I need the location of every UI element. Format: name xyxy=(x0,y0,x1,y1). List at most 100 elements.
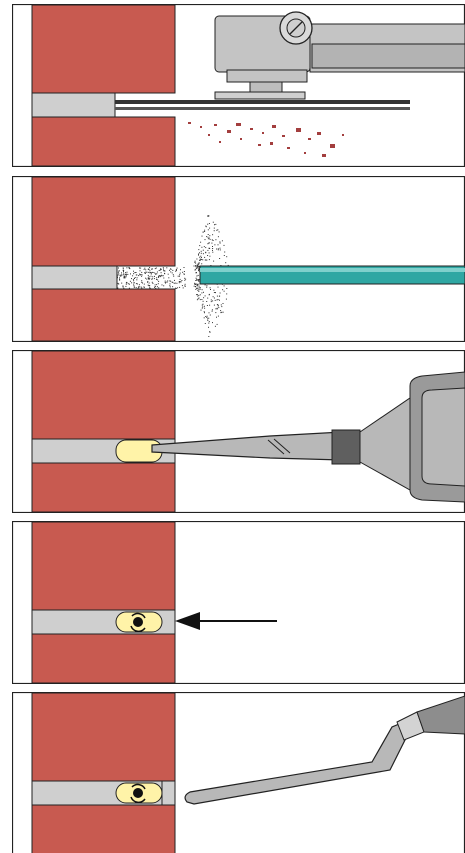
dust-particle xyxy=(210,301,212,303)
dust-particle xyxy=(169,286,171,288)
dust-particle xyxy=(202,300,204,302)
dust-particle xyxy=(159,275,161,277)
dust-particle xyxy=(198,294,200,296)
dust-particle xyxy=(197,263,199,265)
dust-particle xyxy=(150,272,152,274)
dust-particle xyxy=(176,282,178,284)
dust-particle xyxy=(139,270,141,272)
dust-particle xyxy=(144,267,146,269)
dust-particle xyxy=(196,284,198,286)
dust-particle xyxy=(200,250,202,252)
air-hose-icon xyxy=(199,265,465,285)
dust-particle xyxy=(152,282,154,284)
dust-particle xyxy=(209,235,211,237)
dust-particle xyxy=(195,267,197,269)
dust-particle xyxy=(144,273,146,274)
brick-wall xyxy=(31,176,176,342)
dust-particle xyxy=(204,312,205,314)
dust-particle xyxy=(137,286,139,288)
dust-particle xyxy=(164,280,166,282)
dust-particle xyxy=(218,307,220,309)
blowing-illustration xyxy=(12,176,465,342)
dust-particle xyxy=(179,274,181,276)
arrow-left-icon xyxy=(175,612,277,630)
dust-particle xyxy=(224,251,226,253)
dust-particle xyxy=(195,277,197,279)
dust-particle xyxy=(196,287,198,289)
dust-particle xyxy=(162,275,164,277)
dust-particle xyxy=(185,278,187,280)
dust-particle xyxy=(151,278,153,280)
dust-particle xyxy=(148,276,150,278)
dust-particle xyxy=(208,317,210,319)
sealant-illustration xyxy=(12,350,465,513)
dust-particle xyxy=(126,271,128,273)
dust-particle xyxy=(196,279,198,281)
dust-particle xyxy=(223,290,225,292)
dust-particle xyxy=(209,287,211,289)
dust-particle xyxy=(207,238,209,240)
dust-particle xyxy=(134,277,136,278)
debris-particles xyxy=(188,122,344,157)
dust-particle xyxy=(198,263,200,265)
dust-particle xyxy=(149,285,151,287)
dust-particle xyxy=(151,268,153,270)
dust-particle xyxy=(202,249,204,251)
dust-particle xyxy=(150,273,152,275)
dust-particle xyxy=(206,259,208,261)
dust-particle xyxy=(209,304,211,306)
dust-particle xyxy=(126,273,128,275)
dust-particle xyxy=(161,274,163,276)
dust-particle xyxy=(216,229,218,231)
dust-particle xyxy=(183,273,185,275)
dust-particle xyxy=(207,243,209,245)
jointing-iron-icon xyxy=(184,695,465,805)
dust-particle xyxy=(127,273,129,275)
dust-particle xyxy=(197,295,199,297)
dust-particle xyxy=(158,275,160,277)
dust-particle xyxy=(207,216,209,217)
dust-particle xyxy=(184,283,186,285)
dust-particle xyxy=(134,272,136,274)
dust-particle xyxy=(208,242,210,244)
dust-particle xyxy=(152,276,154,278)
dust-particle xyxy=(182,287,184,289)
mortar-joint xyxy=(31,92,116,118)
dust-particle xyxy=(215,223,217,225)
dust-particle xyxy=(121,272,122,274)
dust-particle xyxy=(214,325,216,327)
dust-particle xyxy=(198,249,200,251)
dust-particle xyxy=(218,295,220,297)
dust-particle xyxy=(208,252,210,254)
dust-particle xyxy=(213,227,215,229)
dust-particle xyxy=(161,275,163,277)
dust-particle xyxy=(142,282,143,284)
dust-particle xyxy=(154,286,155,288)
dust-particle xyxy=(117,274,119,276)
dust-particle xyxy=(127,283,129,285)
dust-particle xyxy=(199,245,201,247)
dust-particle xyxy=(207,223,209,225)
dust-particle xyxy=(198,268,200,270)
dust-particle xyxy=(205,316,207,317)
dust-particle xyxy=(218,231,220,233)
dust-particle xyxy=(126,267,128,269)
dust-particle xyxy=(198,290,200,292)
dust-particle xyxy=(195,266,197,268)
dust-particle xyxy=(148,285,150,287)
dust-particle xyxy=(219,292,221,294)
dust-particle xyxy=(207,318,209,320)
dust-particle xyxy=(200,255,202,257)
dust-particle xyxy=(167,273,169,275)
dust-particle xyxy=(132,275,134,277)
dust-particle xyxy=(172,269,174,271)
dust-particle xyxy=(202,253,204,255)
dust-particle xyxy=(200,309,202,311)
dust-particle xyxy=(170,280,172,282)
dust-particle xyxy=(206,317,208,318)
dust-particle xyxy=(201,263,203,265)
dust-particle xyxy=(131,282,133,284)
panel-4-backer-rod xyxy=(12,521,465,684)
dust-particle xyxy=(135,283,137,285)
dust-particle xyxy=(164,281,166,283)
